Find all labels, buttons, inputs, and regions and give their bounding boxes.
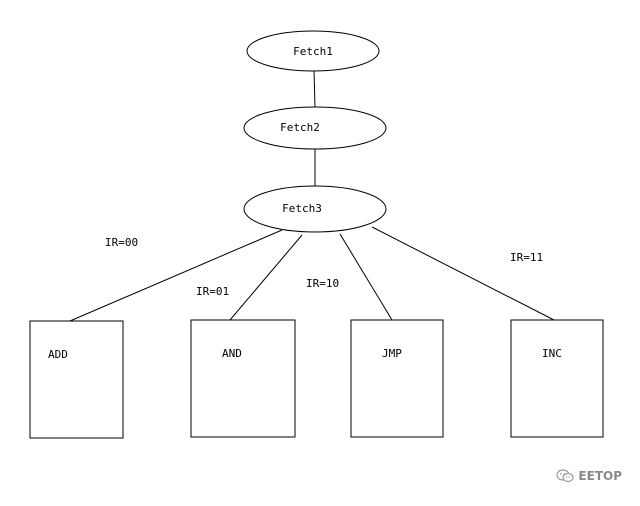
state-inc: [510, 319, 604, 438]
state-fetch3: [243, 185, 387, 233]
state-fetch3-label: Fetch3: [282, 202, 322, 215]
state-jmp: [350, 319, 444, 438]
state-jmp-label: JMP: [382, 347, 402, 360]
edge-label-jmp: IR=10: [306, 277, 339, 290]
state-fetch1: [246, 30, 380, 72]
watermark-text: EETOP: [578, 469, 622, 483]
wechat-icon: [556, 469, 575, 483]
state-add-label: ADD: [48, 348, 68, 361]
state-inc-label: INC: [542, 347, 562, 360]
edge-fetch3-add: [69, 229, 283, 322]
edge-fetch3-jmp: [339, 233, 393, 321]
state-and: [190, 319, 296, 438]
edge-label-add: IR=00: [105, 236, 138, 249]
watermark: EETOP: [556, 469, 622, 483]
state-fetch2-label: Fetch2: [280, 121, 320, 134]
edge-label-and: IR=01: [196, 285, 229, 298]
state-and-label: AND: [222, 347, 242, 360]
state-fetch1-label: Fetch1: [293, 45, 333, 58]
edge-label-inc: IR=11: [510, 251, 543, 264]
edge-fetch3-and: [229, 234, 303, 321]
edge-fetch3-inc: [371, 226, 555, 321]
state-add: [29, 320, 124, 439]
edge-fetch1-fetch2: [313, 69, 316, 109]
state-fetch2: [243, 106, 387, 150]
